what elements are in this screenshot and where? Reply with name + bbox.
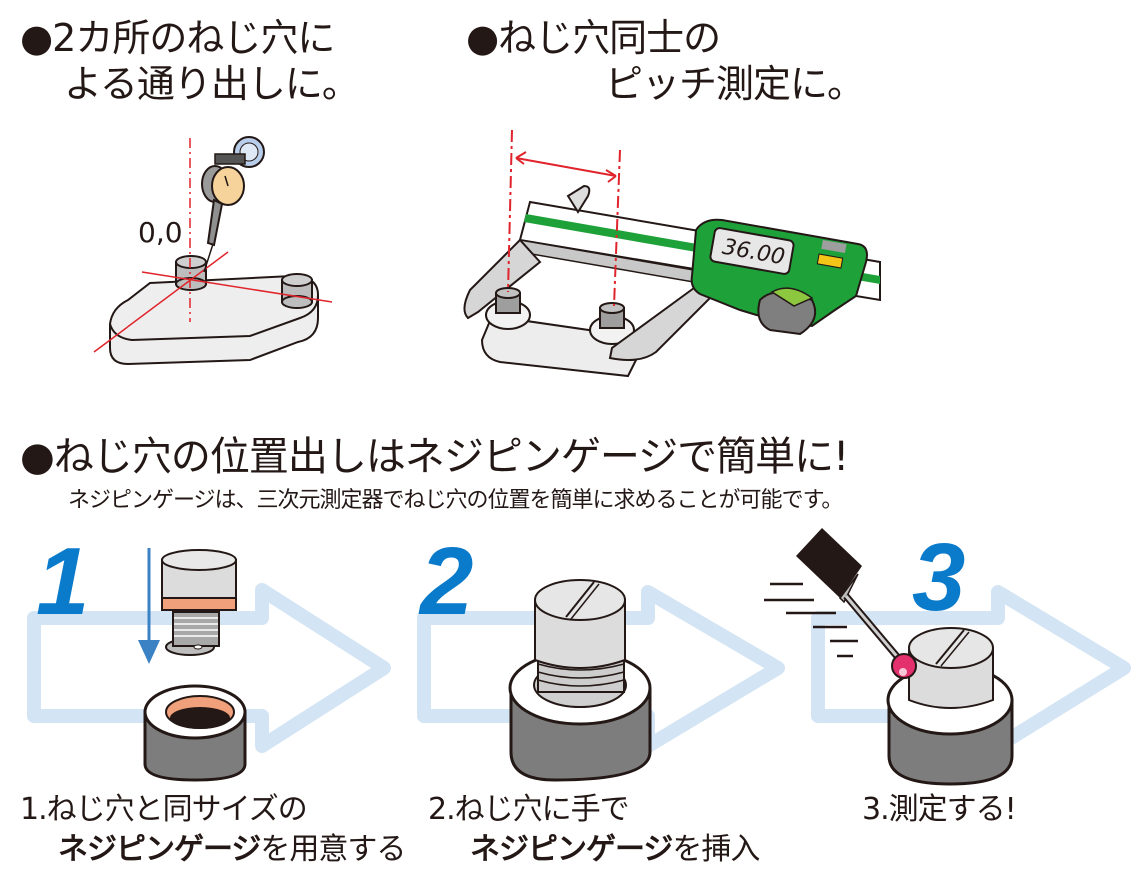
bullet: ● [466, 16, 499, 60]
cmm-probe-icon [796, 528, 917, 679]
bullet: ● [20, 16, 53, 60]
section2-title-line2: ピッチ測定に。 [605, 62, 865, 106]
step-number-1: 1 [36, 528, 90, 635]
step-arrow-2 [417, 585, 785, 753]
section1-title: ●2カ所のねじ穴に [20, 16, 335, 60]
measured-pin-gauge-icon [886, 627, 1014, 786]
step-number-2: 2 [420, 528, 474, 635]
step3-caption: 3.測定する! [862, 792, 1017, 827]
origin-label: 0,0 [138, 216, 183, 249]
step1-caption-product: ネジピンゲージ [58, 832, 261, 867]
caliper-slider [690, 218, 868, 336]
section3-title: ●ねじ穴の位置出しはネジピンゲージで簡単に! [20, 434, 849, 480]
threaded-bushing-icon [143, 684, 247, 782]
pin-second [281, 273, 313, 309]
step-arrow-3 [811, 585, 1131, 753]
insert-direction-arrow-icon [138, 548, 160, 664]
base-plate [109, 274, 319, 366]
step2-caption-line1: 2.ねじ穴に手で [428, 792, 630, 827]
step-arrow-1 [27, 583, 391, 753]
section3-description: ネジピンゲージは、三次元測定器でねじ穴の位置を簡単に求めることが可能です。 [68, 488, 843, 513]
step2-caption-rest: を挿入 [672, 832, 760, 867]
section2-title: ●ねじ穴同士の [466, 16, 721, 60]
pitch-guide-lines [507, 129, 621, 307]
step2-caption-product: ネジピンゲージ [470, 832, 673, 867]
section1-title-line1: 2カ所のねじ穴に [52, 16, 335, 60]
step2-caption-line2: ネジピンゲージを挿入 [470, 832, 760, 868]
section1-title-line2: よる通り出しに。 [64, 62, 360, 106]
step-number-3: 3 [912, 524, 966, 631]
motion-lines-icon [764, 582, 858, 658]
step1-caption-line2: ネジピンゲージを用意する [58, 832, 406, 868]
pin-gauge-icon [161, 549, 237, 656]
section3-title-text: ねじ穴の位置出しはネジピンゲージで簡単に! [53, 434, 849, 480]
dial-indicator-icon [201, 136, 265, 273]
section2-title-line1: ねじ穴同士の [498, 16, 721, 60]
step1-caption-rest: を用意する [260, 832, 406, 867]
step1-caption-line1: 1.ねじ穴と同サイズの [20, 792, 308, 827]
inserted-pin-gauge-icon [508, 579, 652, 782]
bullet: ● [20, 434, 55, 480]
